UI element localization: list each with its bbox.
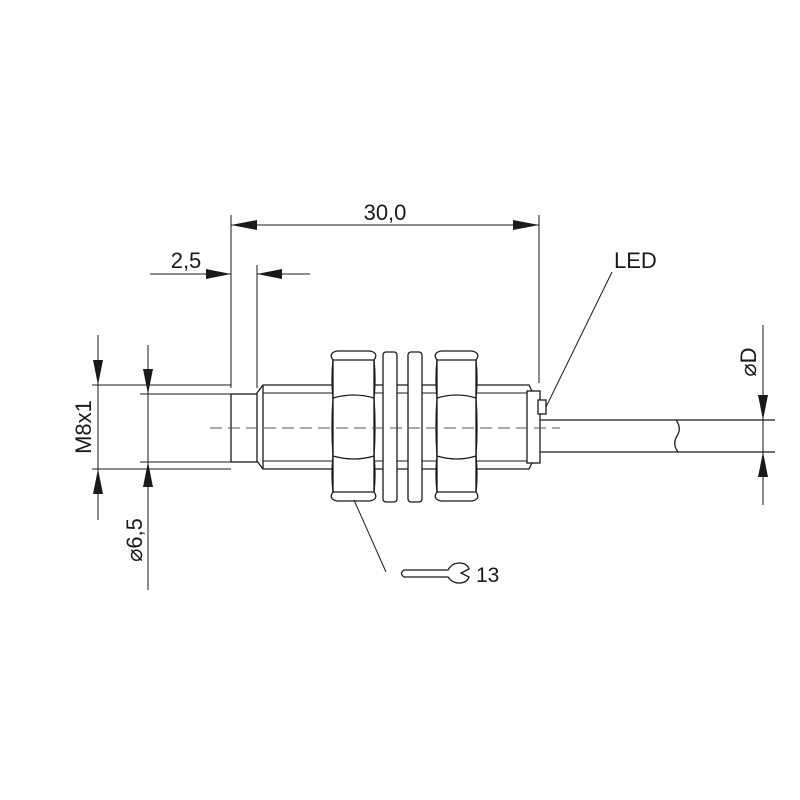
dimension-cable-diameter: ⌀D [736, 325, 768, 505]
washer-rear [407, 351, 423, 503]
dimension-thread-offset-label: 2,5 [171, 248, 202, 273]
led-label: LED [614, 248, 657, 273]
dimension-thread-offset: 2,5 [150, 248, 310, 279]
rear-cap [526, 390, 541, 464]
dimension-cable-diameter-label: ⌀D [736, 347, 761, 376]
dimension-face-diameter: ⌀6,5 [122, 345, 153, 590]
dimension-face-diameter-label: ⌀6,5 [122, 518, 147, 562]
dimension-length-label: 30,0 [364, 200, 407, 225]
wrench-callout: 13 [353, 499, 499, 587]
dimension-cable-diameter-value: D [736, 347, 761, 363]
dimension-length: 30,0 [231, 200, 539, 230]
cable [540, 419, 775, 453]
wrench-icon [400, 562, 470, 584]
hex-nut-rear [434, 350, 479, 502]
sensor-body [230, 350, 775, 503]
washer-front [382, 351, 398, 503]
cable-break-mark [674, 419, 680, 453]
dimension-thread: M8x1 [71, 335, 103, 520]
wrench-size-label: 13 [476, 564, 499, 587]
led-indicator [537, 399, 547, 415]
dimension-face-diameter-value: 6,5 [122, 518, 147, 549]
led-callout: LED [545, 248, 657, 408]
hex-nut-front [330, 350, 377, 502]
diameter-symbol: ⌀ [736, 363, 761, 376]
dimension-thread-label: M8x1 [71, 400, 96, 454]
diameter-symbol: ⌀ [122, 549, 147, 562]
